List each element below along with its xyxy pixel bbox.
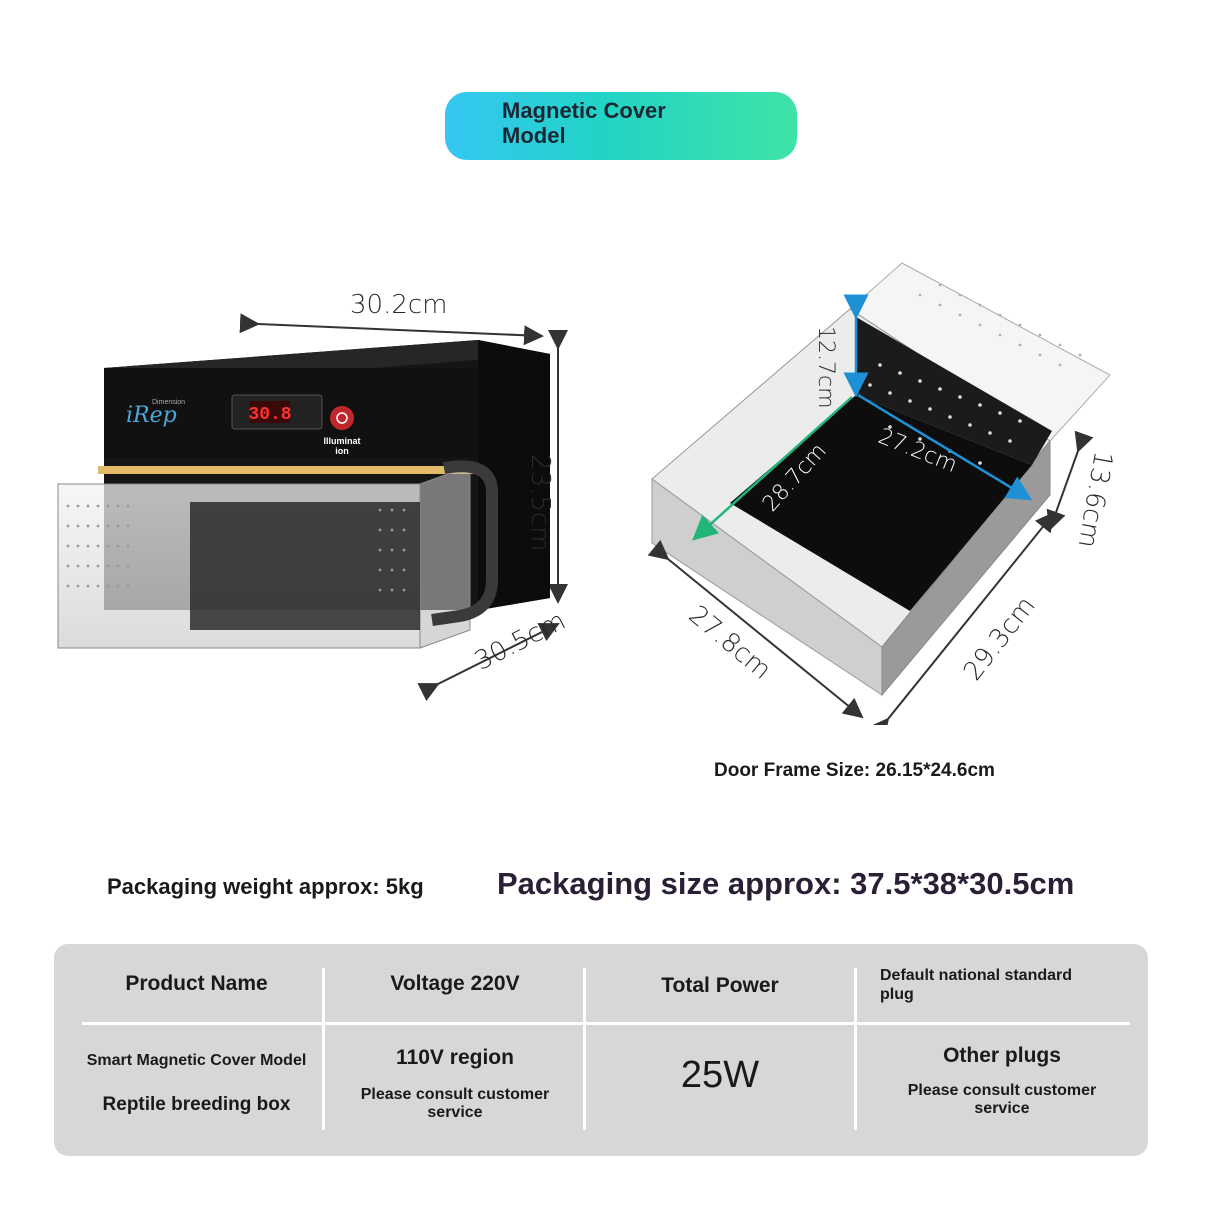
- light-strip: [98, 466, 478, 474]
- header-product-name: Product Name: [125, 972, 268, 995]
- interior-holes: [868, 363, 1022, 465]
- outer-width-arrow: [868, 511, 1056, 725]
- spec-table: Product Name Voltage 220V Total Power De…: [54, 944, 1148, 1156]
- box-interior: [730, 395, 1032, 611]
- title-line-2: Model: [502, 123, 566, 148]
- header-plug: Default national standard plug: [880, 967, 1073, 1003]
- packaging-weight: Packaging weight approx: 5kg: [107, 874, 424, 899]
- power-icon: [330, 406, 354, 430]
- divider: [82, 1022, 1130, 1025]
- voltage-main: 110V region: [396, 1046, 514, 1069]
- plug-main: Other plugs: [943, 1044, 1061, 1067]
- depth-arrow: [417, 623, 560, 701]
- plug-note: Please consult customer service: [907, 1082, 1097, 1117]
- height-label: 23.5cm: [525, 454, 555, 552]
- voltage-note: Please consult customer service: [360, 1086, 550, 1121]
- divider: [322, 968, 325, 1130]
- inner-depth-arrow: [692, 396, 853, 541]
- power-label-1: Illuminat: [323, 436, 360, 446]
- packaging-size: Packaging size approx: 37.5*38*30.5cm: [497, 866, 1075, 901]
- brand-small: Dimension: [152, 399, 185, 406]
- brand-logo: iRep: [126, 403, 177, 428]
- outer-depth-arrow: [647, 539, 864, 719]
- title-text: Magnetic Cover Model: [502, 98, 762, 148]
- header-total-power: Total Power: [661, 974, 779, 997]
- outer-height-arrow: [1046, 430, 1094, 531]
- width-arrow: [239, 313, 544, 346]
- door-frame-size: Door Frame Size: 26.15*24.6cm: [714, 760, 995, 781]
- power-label-2: ion: [335, 446, 349, 456]
- vent-holes: [66, 504, 406, 592]
- product-line-2: Reptile breeding box: [102, 1094, 291, 1115]
- header-voltage: Voltage 220V: [390, 972, 520, 995]
- width-label: 30.2cm: [350, 290, 448, 320]
- title-banner: [445, 92, 797, 160]
- open-box-illustration: [647, 262, 1111, 725]
- product-line-1: Smart Magnetic Cover Model: [86, 1052, 307, 1069]
- title-line-1: Magnetic Cover: [502, 98, 666, 123]
- total-power-value: 25W: [680, 1054, 760, 1096]
- divider: [854, 968, 857, 1130]
- divider: [583, 968, 586, 1130]
- display-value: 30.8: [248, 405, 291, 425]
- inner-width-arrow: [857, 393, 1033, 501]
- dim-label-a: 12.7cm: [813, 326, 838, 409]
- closed-box-illustration: 30.8 Illuminat ion iRep Dimension: [57, 313, 568, 701]
